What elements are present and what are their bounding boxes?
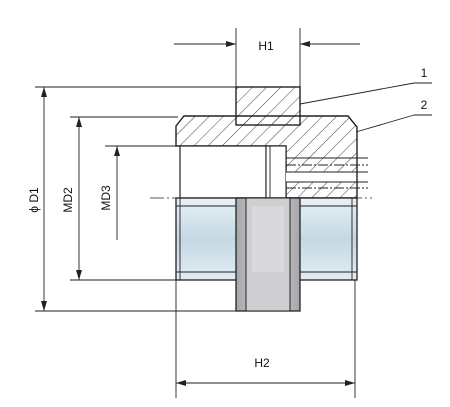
core-center bbox=[252, 206, 284, 272]
label-part2: 2 bbox=[421, 98, 428, 112]
dim-md2: MD2 bbox=[61, 117, 82, 280]
dim-h1: H1 bbox=[174, 39, 360, 53]
label-h2: H2 bbox=[254, 356, 270, 370]
dim-d1: ϕ D1 bbox=[27, 87, 47, 311]
dim-h2: H2 bbox=[176, 356, 355, 386]
slot bbox=[265, 145, 287, 199]
label-d1: ϕ D1 bbox=[27, 187, 41, 213]
dim-md3: MD3 bbox=[99, 146, 120, 240]
leader-1: 1 bbox=[299, 66, 432, 105]
label-md3: MD3 bbox=[99, 185, 113, 211]
upper-cavity bbox=[179, 145, 267, 199]
leader-2: 2 bbox=[355, 98, 432, 133]
oil-passages bbox=[286, 157, 368, 189]
label-h1: H1 bbox=[258, 39, 274, 53]
part1-ring bbox=[235, 86, 301, 126]
label-part1: 1 bbox=[421, 66, 428, 80]
label-md2: MD2 bbox=[61, 187, 75, 213]
